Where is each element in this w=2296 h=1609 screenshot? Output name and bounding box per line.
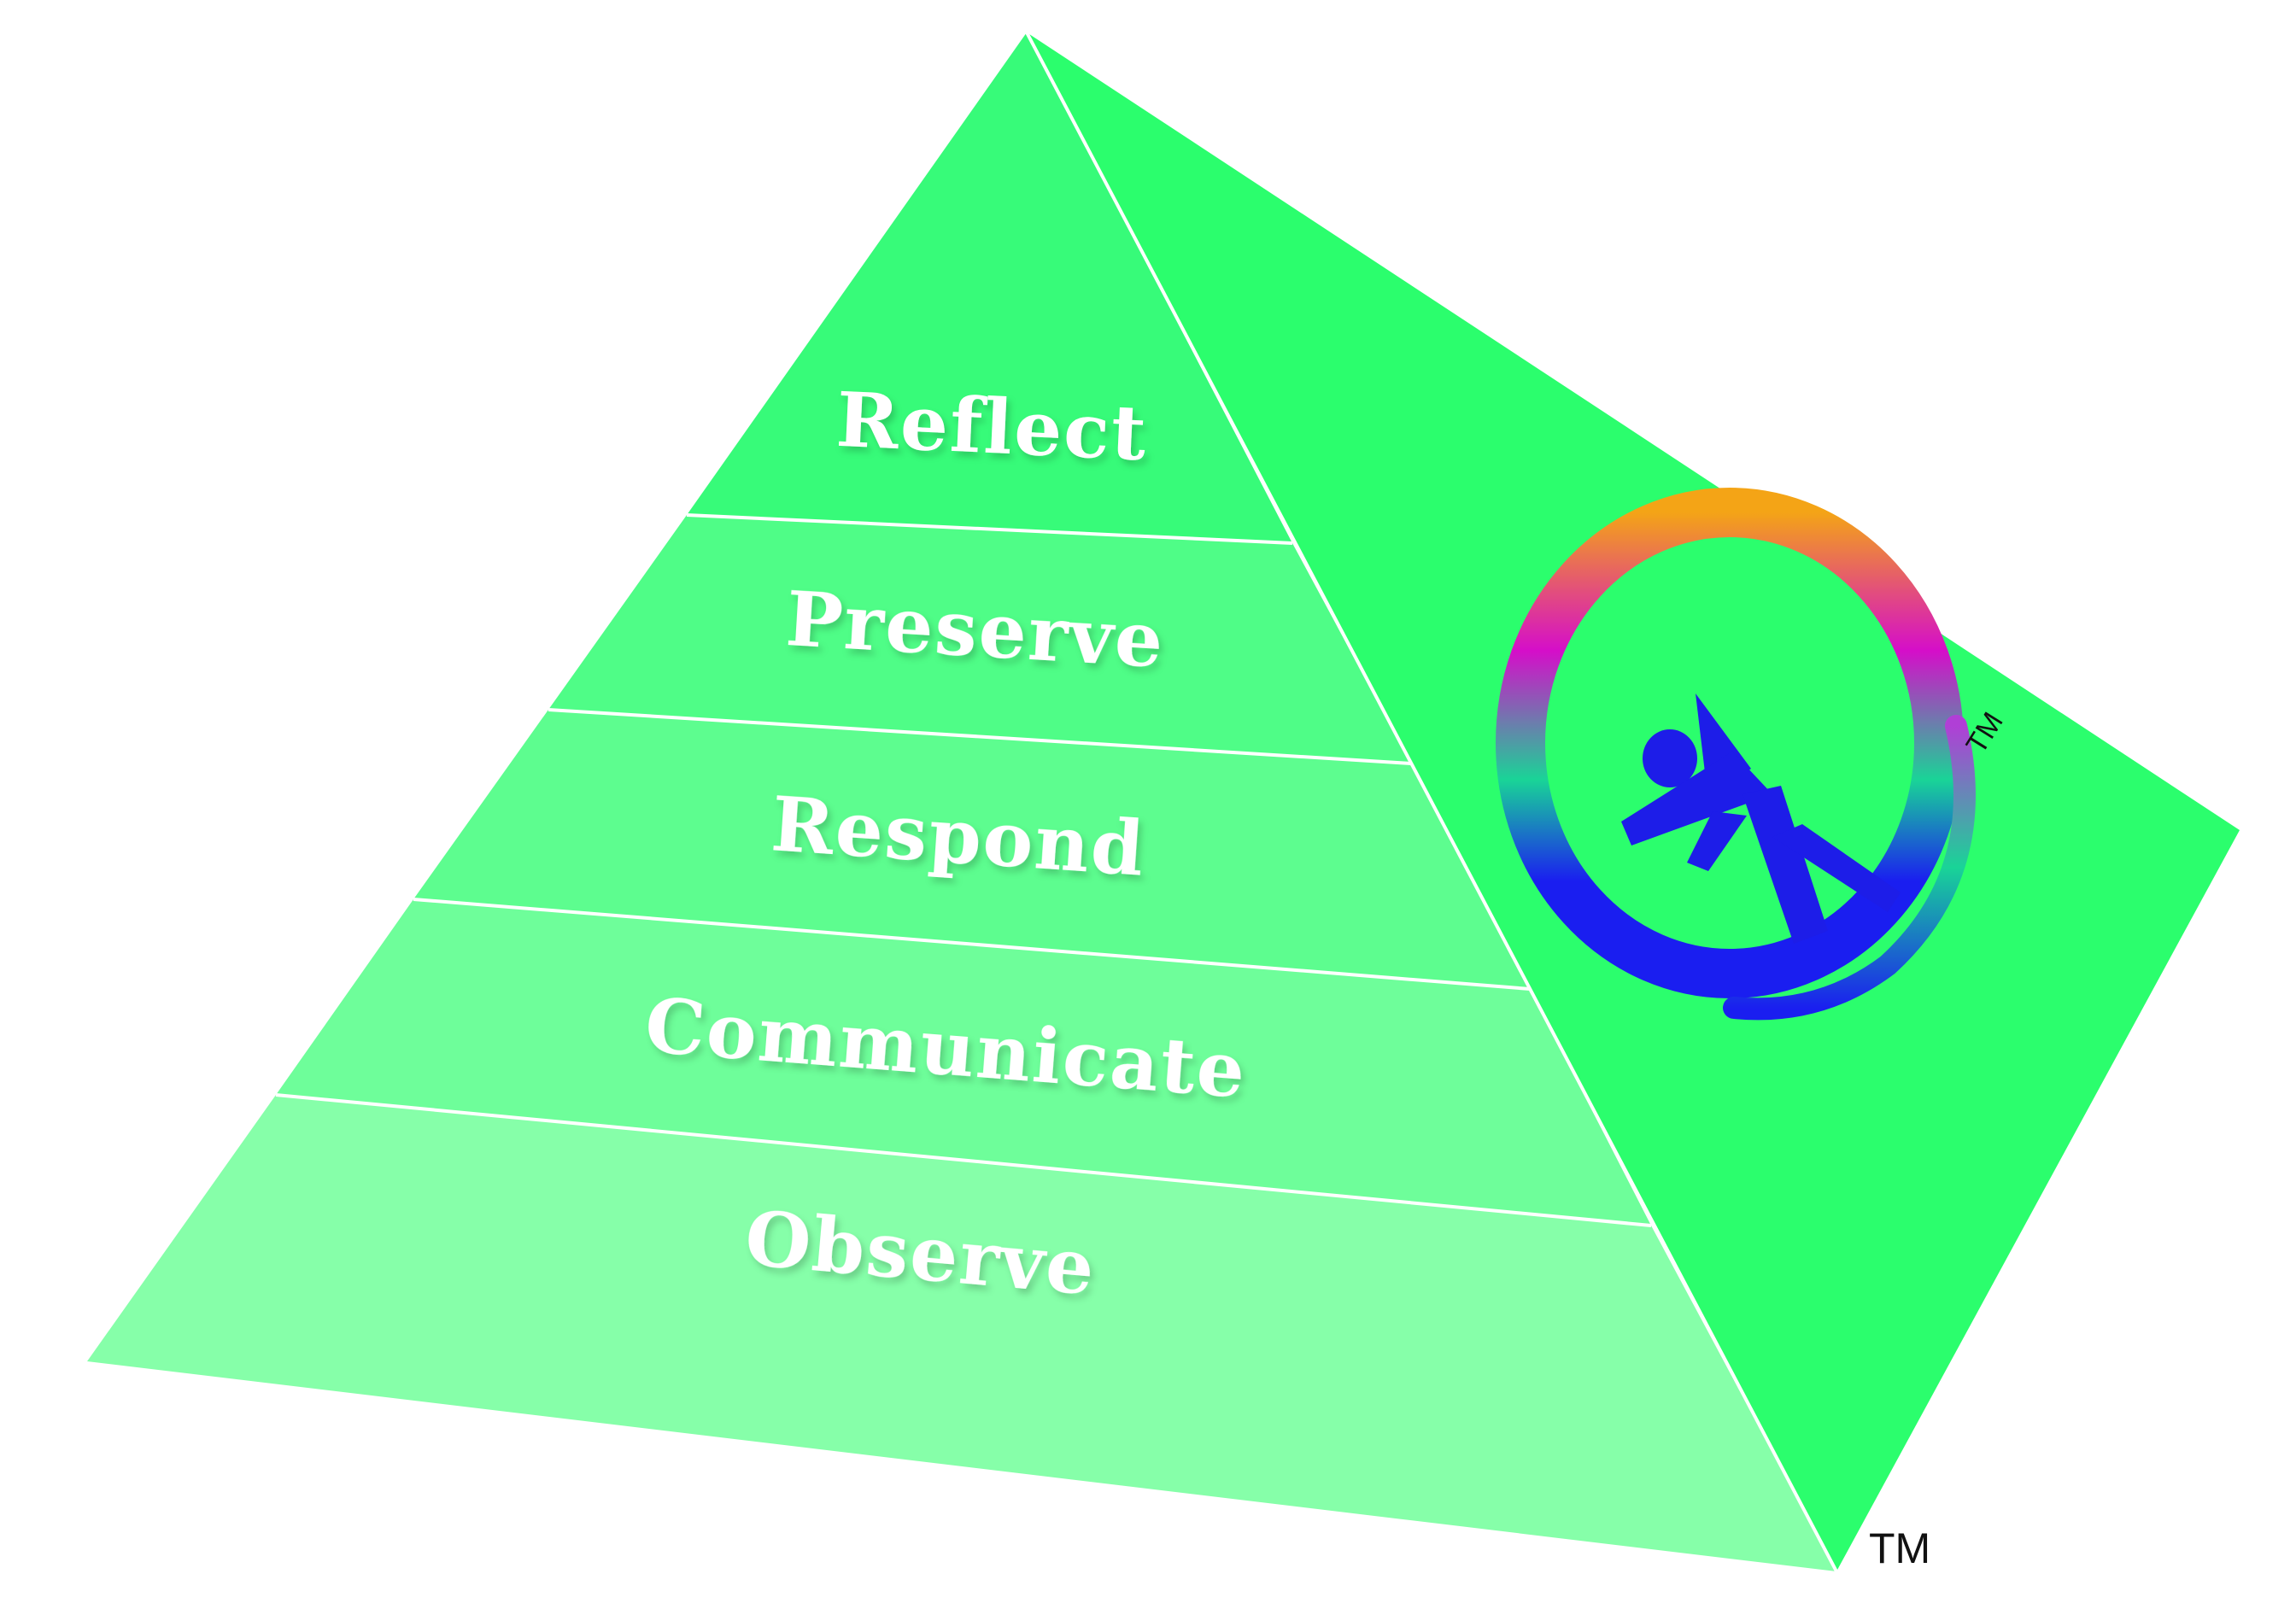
- tier-preserve: [548, 515, 1411, 764]
- level-label-reflect: Reflect: [835, 375, 1150, 477]
- tier-divider: [548, 708, 1412, 765]
- tier-divider: [413, 898, 1531, 991]
- person-figure-icon: [1621, 693, 1901, 944]
- pyramid-side-face: [1027, 32, 2240, 1571]
- tier-divider: [686, 513, 1293, 545]
- tier-reflect: [687, 32, 1292, 543]
- front-right-edge: [1025, 32, 1838, 1572]
- trademark-symbol: TM: [1869, 1524, 1930, 1572]
- person-in-rainbow-circle-logo: TM: [1496, 488, 2010, 1021]
- tier-communicate: [276, 899, 1651, 1226]
- logo-tail-icon: [1723, 715, 1976, 1021]
- tier-divider: [275, 1093, 1652, 1227]
- pyramid-edges: [275, 32, 1838, 1572]
- tier-respond: [413, 710, 1530, 989]
- logo-ring-icon: [1496, 488, 1964, 998]
- tier-observe: [87, 1095, 1836, 1571]
